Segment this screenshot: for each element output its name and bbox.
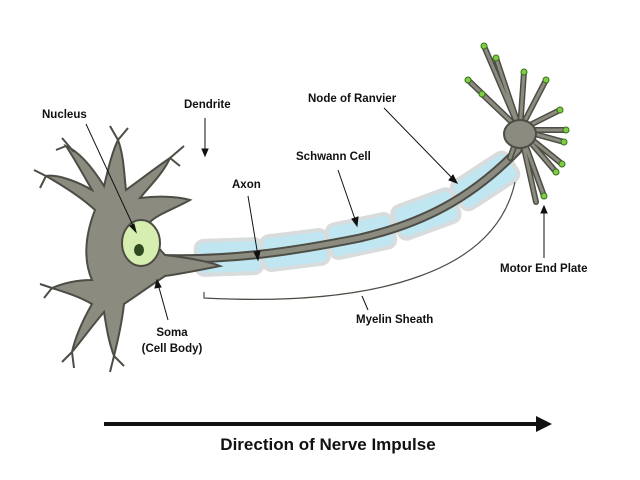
synaptic-bulb [552, 168, 560, 176]
dendrite-twig [55, 137, 75, 153]
nucleus-leader-arrowhead [129, 223, 137, 234]
synaptic-bulb [464, 76, 472, 84]
dendrite-twig [61, 351, 75, 369]
synaptic-bulb [540, 192, 548, 200]
axon-terminal [464, 42, 570, 205]
synaptic-bulb [542, 76, 550, 84]
soma-leader [157, 283, 169, 321]
synaptic-bulb [492, 54, 500, 62]
leader-lines [85, 107, 548, 321]
synaptic-bulb [562, 126, 570, 134]
label-axon: Axon [232, 179, 261, 191]
label-soma-cell-body: (Cell Body) [142, 343, 203, 355]
dendrite-twig [33, 169, 47, 189]
dendrite-leader-arrowhead [201, 148, 209, 158]
label-soma: Soma [156, 327, 188, 339]
schwann-cell-leader-arrowhead [351, 216, 359, 228]
direction-caption: Direction of Nerve Impulse [220, 435, 435, 454]
myelin-sheath-bracket [203, 181, 516, 300]
synaptic-bulb [480, 42, 488, 50]
myelin-sheath-leader [361, 295, 369, 311]
label-schwann-cell: Schwann Cell [296, 151, 371, 163]
label-nucleus: Nucleus [42, 109, 87, 121]
node-of-ranvier-leader [383, 107, 455, 181]
terminal-hub [503, 119, 537, 149]
axon-fill [147, 147, 521, 262]
label-node-of-ranvier: Node of Ranvier [308, 93, 397, 105]
dendrite-twig [169, 145, 185, 167]
synaptic-bulb [558, 160, 566, 168]
nucleus [121, 219, 161, 267]
direction-arrow [104, 416, 552, 432]
nucleus-leader [85, 123, 137, 233]
nucleolus [134, 244, 144, 256]
synaptic-bulb [520, 68, 528, 76]
label-motor-end-plate: Motor End Plate [500, 263, 588, 275]
motor-end-plate-leader-arrowhead [540, 204, 548, 214]
label-dendrite: Dendrite [184, 99, 231, 111]
axon-leader [247, 195, 259, 257]
label-myelin-sheath: Myelin Sheath [356, 314, 433, 326]
synaptic-bulb [560, 138, 568, 146]
arrow-right-icon-head [536, 416, 552, 432]
axon-leader-arrowhead [253, 250, 261, 262]
dendrite-twig [109, 355, 125, 373]
soma-leader-arrowhead [154, 278, 162, 289]
dendrite-twig [39, 283, 53, 299]
node-of-ranvier-leader-arrowhead [448, 174, 459, 184]
synaptic-bulb [556, 106, 564, 114]
schwann-cell-leader [337, 169, 357, 223]
dendrite-twig [109, 125, 129, 141]
synaptic-bulbs [464, 42, 570, 200]
synaptic-bulb [478, 90, 486, 98]
